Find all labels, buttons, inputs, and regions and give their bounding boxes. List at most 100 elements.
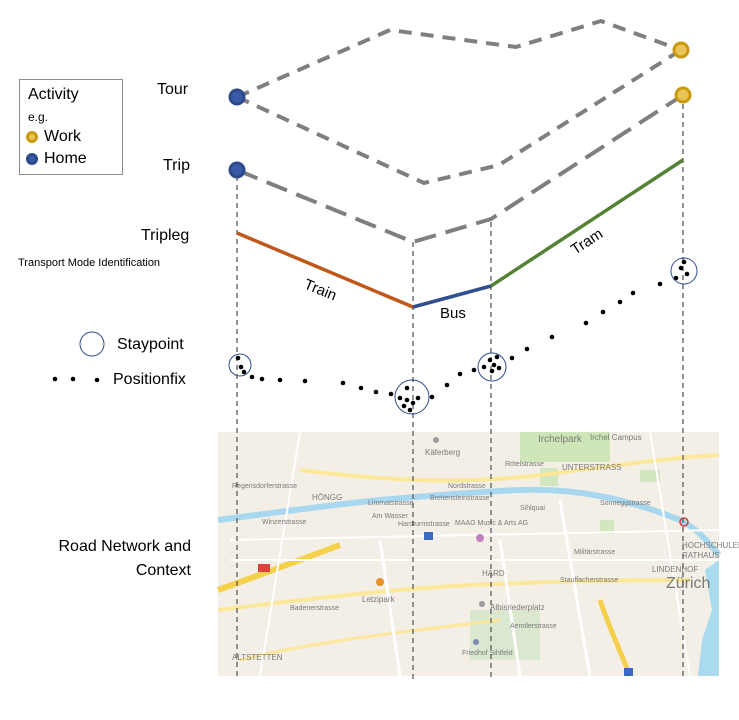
legend-eg: e.g.: [28, 110, 49, 124]
positionfix-dot: [277, 377, 283, 383]
map-road: [558, 499, 592, 677]
map-transit-icon: [624, 668, 633, 676]
positionfix-dot: [358, 385, 364, 391]
map-shop-icon: [376, 578, 384, 586]
positionfix-dot: [583, 320, 589, 326]
map-label: Irchelpark: [538, 434, 583, 445]
level-label-road-line1: Road Network and: [58, 538, 191, 555]
level-label-tripleg: Tripleg: [141, 227, 189, 244]
map-label: LINDENHOF: [652, 565, 698, 574]
mode-label-bus: Bus: [440, 305, 466, 322]
positionfix-dot: [407, 407, 413, 413]
map-label: Regensdorferstrasse: [232, 483, 297, 490]
map-label: HARD: [482, 569, 505, 578]
level-label-tour: Tour: [157, 81, 189, 98]
positionfix-dot: [491, 362, 497, 368]
positionfix-dot: [673, 275, 679, 281]
map-label: Sonneggstrasse: [600, 500, 651, 507]
map-label: Badenerstrasse: [290, 605, 339, 612]
map-label: Sihlquai: [520, 505, 545, 512]
legend-title: Activity: [28, 86, 79, 103]
positionfix-dot: [444, 382, 450, 388]
map-label: ALTSTETTEN: [232, 653, 283, 662]
map-lake: [698, 560, 719, 676]
legend-item-work: Work: [26, 127, 81, 147]
map-label: RATHAUS: [682, 551, 720, 560]
map-highway-sign-icon: [258, 564, 270, 572]
map-poi-icon: [473, 639, 479, 645]
map-label: Irchel Campus: [590, 433, 642, 442]
positionfix-dot: [373, 389, 379, 395]
map-label: Militärstrasse: [574, 549, 615, 556]
positionfix-dot: [302, 378, 308, 384]
trip-path: [236, 93, 685, 245]
map-poi-icon: [476, 534, 484, 542]
mode-label-train: Train: [302, 276, 340, 304]
map-road: [498, 539, 522, 677]
map-label: Breitensteinstrasse: [430, 495, 490, 502]
positionfix-dot: [388, 391, 394, 397]
map-label: Limmatstrasse: [368, 500, 414, 507]
map-label: Winzerstrasse: [262, 519, 306, 526]
positionfix-dot: [524, 346, 530, 352]
work-activity-icon: [674, 86, 692, 104]
map-label: Stauffacherstrasse: [560, 577, 618, 584]
staypoint-ring: [228, 353, 252, 377]
map-road: [239, 618, 501, 662]
level-label-road-line2: Context: [136, 562, 192, 579]
positionfix-dot: [471, 367, 477, 373]
road-map: Irchelpark Irchel Campus UNTERSTRASS Käf…: [216, 431, 739, 677]
positionfix-dot: [401, 403, 407, 409]
tour-path-top: [236, 18, 682, 99]
work-activity-icon: [672, 41, 690, 59]
positionfix-dot: [404, 385, 410, 391]
positionfix-dot: [235, 355, 241, 361]
tripleg-tram: [490, 158, 684, 288]
map-label: Letzipark: [362, 595, 395, 604]
positionfix-dot: [415, 395, 421, 401]
staypoint-ring: [394, 379, 430, 415]
map-park: [600, 520, 614, 534]
positionfix-dot: [404, 397, 410, 403]
positionfix-dot: [249, 374, 255, 380]
positionfix-legend-icon: [52, 376, 100, 383]
positionfix-dot: [457, 371, 463, 377]
home-activity-icon: [228, 88, 246, 106]
map-label: Hardturmstrasse: [398, 521, 450, 528]
map-label: Friedhof Sihlfeld: [462, 650, 513, 657]
map-label: HÖNGG: [312, 493, 342, 502]
map-cemetery: [470, 610, 540, 660]
map-road: [299, 453, 720, 483]
level-label-staypoint: Staypoint: [117, 336, 184, 353]
map-road: [229, 529, 720, 541]
positionfix-dot: [657, 281, 663, 287]
map-label: Rötelstrasse: [505, 461, 544, 468]
work-icon: [26, 131, 38, 143]
map-label: Aemtlerstrasse: [510, 623, 557, 630]
map-label: Nordstrasse: [448, 483, 486, 490]
staypoint-ring: [670, 257, 698, 285]
positionfix-dot: [241, 369, 247, 375]
positionfix-dot: [429, 394, 435, 400]
map-label: Käferberg: [425, 448, 460, 457]
positionfix-dot: [496, 365, 502, 371]
home-activity-icon: [228, 161, 246, 179]
level-label-tmi: Transport Mode Identification: [18, 257, 160, 269]
positionfix-dot: [489, 368, 495, 374]
map-label: Zürich: [666, 575, 710, 592]
positionfix-dot: [397, 395, 403, 401]
positionfix-dot: [509, 355, 515, 361]
map-label: HOCHSCHULEN: [682, 541, 739, 550]
map-road: [259, 431, 301, 677]
positionfix-dot: [238, 364, 244, 370]
positionfix-dot: [259, 376, 265, 382]
legend-label-home: Home: [44, 150, 87, 167]
map-road: [217, 578, 691, 612]
map-poi-icon: [479, 601, 485, 607]
positionfix-dot: [494, 354, 500, 360]
level-label-trip: Trip: [163, 157, 190, 174]
activity-legend: Activity e.g. Work Home: [19, 79, 123, 175]
map-park: [540, 468, 558, 486]
tripleg-train: [236, 231, 414, 309]
